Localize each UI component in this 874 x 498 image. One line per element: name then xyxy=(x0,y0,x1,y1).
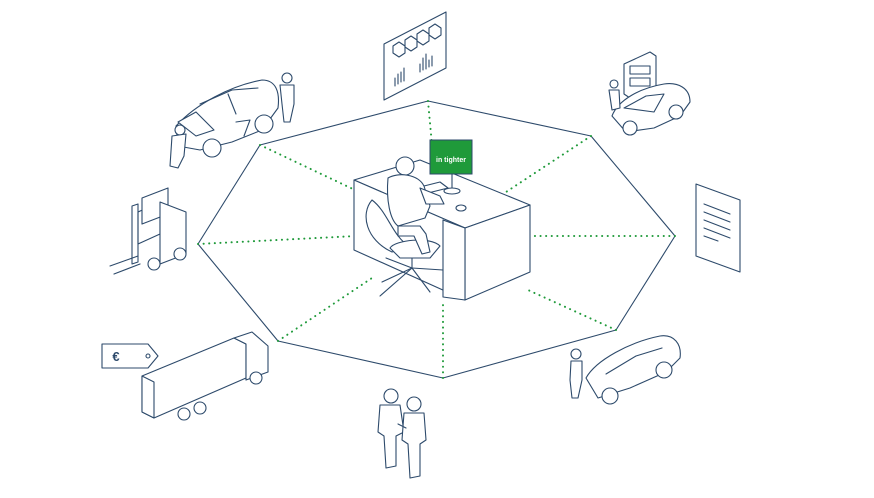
car-repair-mechanics-icon xyxy=(169,72,295,169)
office-desk-workstation: in tighter xyxy=(353,139,531,301)
price-tag-label: € xyxy=(112,349,119,364)
office-worker-icon xyxy=(386,156,445,255)
document-icon xyxy=(695,183,741,273)
price-tag-icon: € xyxy=(101,343,159,369)
truck-icon xyxy=(141,331,269,421)
analytics-board-icon xyxy=(383,11,447,101)
forklift-icon xyxy=(109,187,187,275)
car-showroom-kiosk-icon xyxy=(608,51,691,136)
handshake-people-icon xyxy=(377,388,427,479)
monitor-screen-label: in tighter xyxy=(436,157,466,164)
computer-monitor-icon: in tighter xyxy=(429,139,473,195)
car-with-person-icon xyxy=(569,335,681,405)
